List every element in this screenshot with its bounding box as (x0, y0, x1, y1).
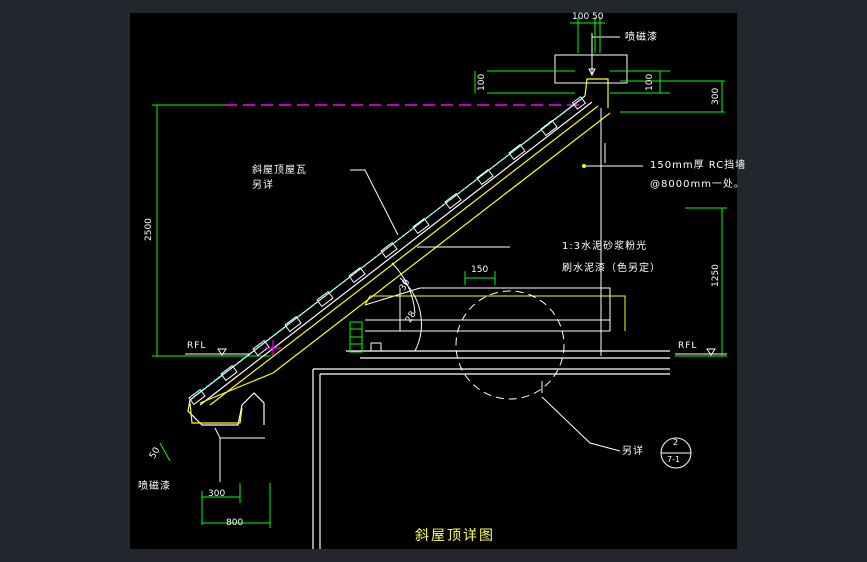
roof-deck (364, 287, 611, 332)
detail-circle (455, 290, 621, 452)
dim-300: 300 (208, 489, 226, 499)
detail-ref-label: 另详 (622, 446, 644, 457)
cursor-cross (265, 340, 281, 356)
dim-2500: 2500 (144, 218, 154, 241)
parapet-top (554, 33, 628, 84)
dim-right-300: 300 (711, 87, 721, 105)
rc-wall-label-1: 150mm厚 RC挡墙 (650, 160, 747, 171)
roof-section-drawing (152, 17, 727, 549)
mortar-finish (189, 78, 611, 424)
angle-arcs (391, 262, 422, 352)
dim-800: 800 (226, 518, 244, 528)
rfl-right-label: RFL (678, 341, 698, 351)
mortar-label-2: 刷水泥漆（色另定） (562, 263, 661, 274)
rfl-left-level (185, 348, 250, 356)
rc-wall (600, 108, 606, 356)
leaders (214, 169, 510, 482)
dimension-1250 (675, 207, 727, 357)
roof-slab (187, 95, 593, 426)
dim-top-50: 50 (592, 12, 604, 22)
roof-tile-label-2: 另详 (252, 180, 274, 191)
callout-bottom-label: 7-1 (667, 455, 681, 464)
top-dims (474, 17, 725, 113)
roof-deck-yellow (364, 295, 626, 331)
drawing-title: 斜屋顶详图 (415, 528, 495, 544)
callout-circle (660, 437, 692, 469)
roof-tiles (188, 96, 587, 406)
roof-tile-label-1: 斜屋顶屋瓦 (252, 165, 307, 176)
spray-paint-bottom-label: 喷磁漆 (138, 481, 171, 492)
dim-left-100: 100 (477, 73, 487, 91)
callout-top-label: 2 (673, 438, 680, 447)
dim-top-100: 100 (572, 12, 590, 22)
dim-150: 150 (471, 265, 489, 275)
spray-paint-top-label: 喷磁漆 (625, 32, 658, 43)
rc-wall-label-2: @8000mm一处。 (650, 179, 745, 190)
roof-base (312, 350, 670, 549)
dimension-2500 (152, 104, 270, 357)
dim-right-100: 100 (645, 73, 655, 91)
width-150 (464, 271, 496, 285)
tile-dots (193, 98, 583, 397)
rfl-left-label: RFL (187, 341, 207, 351)
drain-box (349, 321, 382, 353)
dim-1250: 1250 (711, 264, 721, 287)
rc-wall-leader (582, 164, 643, 168)
mortar-label-1: 1:3水泥砂浆粉光 (562, 241, 648, 252)
rfl-right-level (675, 348, 727, 356)
bottom-dims (159, 442, 271, 528)
drawing-canvas: 喷磁漆 斜屋顶屋瓦 另详 150mm厚 RC挡墙 @8000mm一处。 1:3水… (130, 12, 745, 549)
